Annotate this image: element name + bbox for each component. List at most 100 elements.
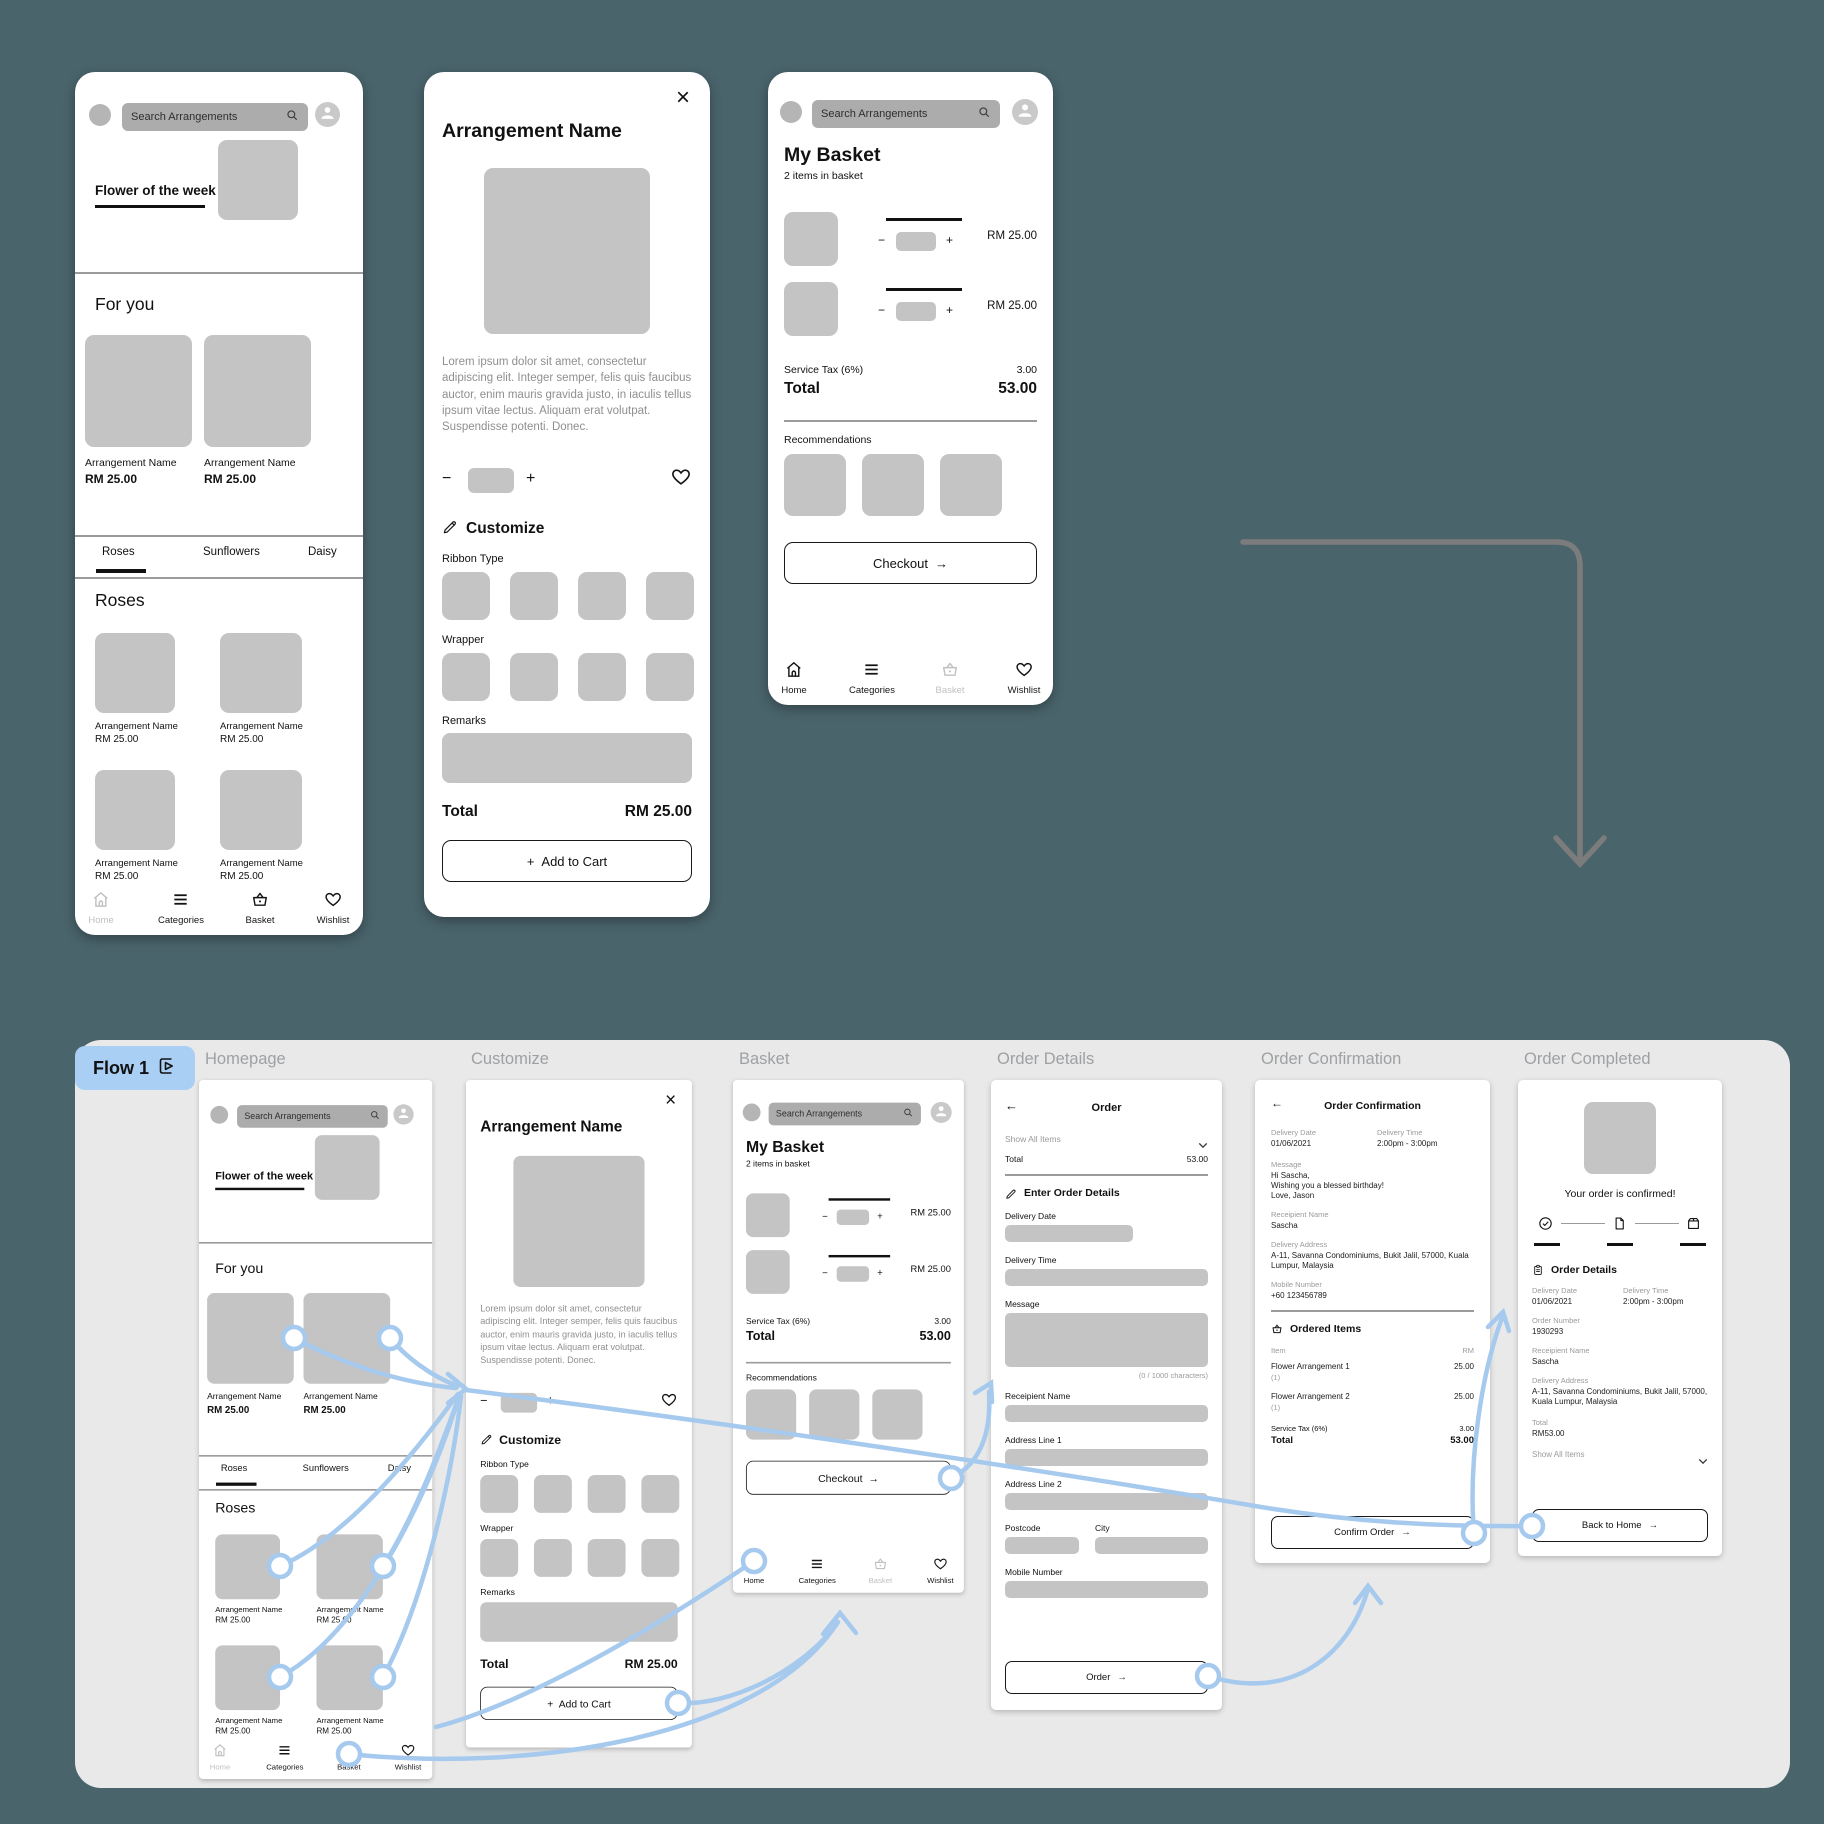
recommendation-image[interactable]	[940, 454, 1002, 516]
remarks-textarea[interactable]	[480, 1602, 678, 1642]
chevron-down-icon[interactable]	[1698, 1452, 1708, 1470]
message-textarea[interactable]	[1005, 1313, 1208, 1367]
rose-card-image[interactable]	[316, 1645, 383, 1711]
avatar[interactable]	[930, 1101, 952, 1123]
ribbon-swatch[interactable]	[587, 1475, 626, 1513]
recommendation-image[interactable]	[872, 1389, 923, 1440]
rose-card-image[interactable]	[215, 1645, 280, 1711]
search-input[interactable]: Search Arrangements	[237, 1105, 388, 1128]
tab-sunflowers[interactable]: Sunflowers	[302, 1463, 349, 1474]
ribbon-swatch[interactable]	[578, 572, 626, 620]
nav-categories[interactable]: Categories	[799, 1556, 836, 1585]
rose-card-image[interactable]	[95, 770, 175, 850]
postcode-input[interactable]	[1005, 1537, 1079, 1554]
nav-basket[interactable]: Basket	[869, 1556, 892, 1585]
recommendation-image[interactable]	[809, 1389, 860, 1440]
quantity-value[interactable]	[836, 1209, 870, 1225]
quantity-value[interactable]	[500, 1392, 538, 1413]
menu-dot[interactable]	[780, 101, 802, 123]
nav-basket[interactable]: Basket	[245, 890, 275, 926]
tab-daisy[interactable]: Daisy	[308, 546, 337, 558]
flower-of-week-image[interactable]	[314, 1135, 380, 1200]
nav-basket[interactable]: Basket	[337, 1743, 361, 1772]
wrapper-swatch[interactable]	[578, 653, 626, 701]
quantity-minus[interactable]: −	[480, 1394, 488, 1408]
checkout-button[interactable]: Checkout →	[784, 542, 1037, 584]
menu-dot[interactable]	[742, 1103, 761, 1122]
quantity-plus[interactable]: +	[877, 1210, 883, 1222]
nav-categories[interactable]: Categories	[266, 1743, 303, 1772]
for-you-card-image[interactable]	[85, 335, 192, 447]
tab-roses[interactable]: Roses	[102, 546, 135, 558]
close-icon[interactable]: ×	[675, 84, 690, 111]
menu-dot[interactable]	[210, 1105, 229, 1124]
address-line-1-input[interactable]	[1005, 1449, 1208, 1466]
quantity-plus[interactable]: +	[946, 233, 954, 247]
nav-wishlist[interactable]: Wishlist	[395, 1743, 421, 1772]
tab-sunflowers[interactable]: Sunflowers	[203, 546, 260, 558]
tab-roses[interactable]: Roses	[220, 1463, 248, 1474]
avatar[interactable]	[315, 102, 340, 127]
back-icon[interactable]: ←	[1005, 1098, 1018, 1113]
for-you-card-image[interactable]	[204, 335, 311, 447]
rose-card-image[interactable]	[316, 1534, 383, 1600]
wrapper-swatch[interactable]	[480, 1538, 519, 1577]
back-icon[interactable]: ←	[1271, 1096, 1283, 1110]
show-all-items[interactable]: Show All Items	[1005, 1134, 1061, 1144]
order-button[interactable]: Order →	[1005, 1661, 1208, 1694]
rose-card-image[interactable]	[215, 1534, 280, 1600]
wrapper-swatch[interactable]	[510, 653, 558, 701]
delivery-date-input[interactable]	[1005, 1225, 1133, 1242]
wrapper-swatch[interactable]	[442, 653, 490, 701]
nav-home[interactable]: Home	[781, 660, 807, 696]
avatar[interactable]	[393, 1104, 414, 1125]
rose-card-image[interactable]	[220, 770, 302, 850]
ribbon-swatch[interactable]	[533, 1475, 572, 1513]
ribbon-swatch[interactable]	[646, 572, 694, 620]
avatar[interactable]	[1012, 99, 1038, 125]
nav-wishlist[interactable]: Wishlist	[1008, 660, 1040, 696]
nav-home[interactable]: Home	[88, 890, 114, 926]
quantity-value[interactable]	[896, 232, 936, 251]
nav-categories[interactable]: Categories	[158, 890, 204, 926]
close-icon[interactable]: ×	[665, 1089, 677, 1111]
ribbon-swatch[interactable]	[442, 572, 490, 620]
nav-wishlist[interactable]: Wishlist	[927, 1556, 954, 1585]
nav-home[interactable]: Home	[744, 1556, 764, 1585]
quantity-minus[interactable]: −	[822, 1267, 828, 1279]
search-input[interactable]: Search Arrangements	[812, 100, 1000, 128]
search-input[interactable]: Search Arrangements	[768, 1102, 921, 1126]
quantity-value[interactable]	[836, 1266, 870, 1282]
quantity-plus[interactable]: +	[946, 303, 954, 317]
rose-card-image[interactable]	[220, 633, 302, 713]
wrapper-swatch[interactable]	[587, 1538, 626, 1577]
confirm-order-button[interactable]: Confirm Order →	[1271, 1516, 1474, 1549]
rose-card-image[interactable]	[95, 633, 175, 713]
city-input[interactable]	[1095, 1537, 1208, 1554]
back-to-home-button[interactable]: Back to Home →	[1532, 1509, 1708, 1542]
wrapper-swatch[interactable]	[533, 1538, 572, 1577]
quantity-plus[interactable]: +	[877, 1267, 883, 1279]
show-all-items[interactable]: Show All Items	[1532, 1450, 1585, 1459]
recommendation-image[interactable]	[862, 454, 924, 516]
quantity-plus[interactable]: +	[526, 470, 536, 487]
wrapper-swatch[interactable]	[641, 1538, 680, 1577]
for-you-card-image[interactable]	[207, 1293, 294, 1384]
nav-home[interactable]: Home	[210, 1743, 230, 1772]
checkout-button[interactable]: Checkout →	[745, 1460, 951, 1495]
receipient-name-input[interactable]	[1005, 1405, 1208, 1422]
quantity-minus[interactable]: −	[878, 303, 886, 317]
wishlist-heart-icon[interactable]	[660, 1391, 677, 1412]
wrapper-swatch[interactable]	[646, 653, 694, 701]
quantity-value[interactable]	[896, 302, 936, 321]
delivery-time-input[interactable]	[1005, 1269, 1208, 1286]
quantity-value[interactable]	[468, 468, 514, 493]
quantity-plus[interactable]: +	[546, 1394, 554, 1408]
tab-daisy[interactable]: Daisy	[387, 1463, 412, 1474]
recommendation-image[interactable]	[745, 1389, 797, 1440]
menu-dot[interactable]	[89, 104, 111, 126]
quantity-minus[interactable]: −	[442, 470, 452, 487]
nav-categories[interactable]: Categories	[849, 660, 895, 696]
quantity-minus[interactable]: −	[878, 233, 886, 247]
nav-basket[interactable]: Basket	[935, 660, 965, 696]
